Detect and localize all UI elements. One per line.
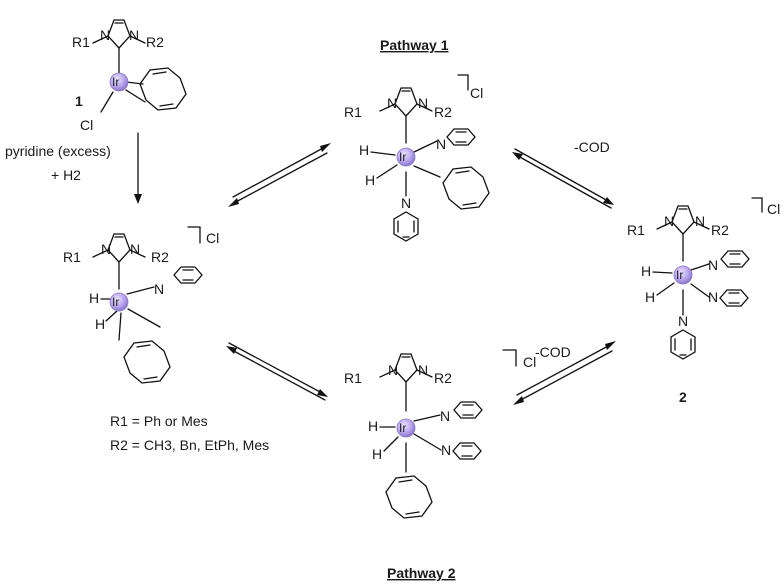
svg-text:H: H	[95, 316, 105, 332]
svg-text:H: H	[645, 289, 655, 305]
svg-text:Cl: Cl	[206, 230, 219, 246]
svg-text:R1: R1	[63, 249, 81, 265]
left-intermediate: R1 R2 N N Cl N H H	[63, 226, 219, 384]
reagent-pyridine: pyridine (excess)	[5, 143, 111, 159]
svg-text:R2: R2	[711, 222, 729, 238]
minus-cod-label-2: -COD	[535, 344, 571, 360]
iridium-atoms: Ir Ir Ir Ir Ir	[109, 72, 693, 438]
svg-text:N: N	[401, 195, 411, 211]
compound-1-number: 1	[75, 93, 83, 109]
svg-text:Cl: Cl	[470, 85, 483, 101]
svg-text:N: N	[154, 281, 164, 297]
svg-text:N: N	[708, 257, 718, 273]
equilibrium-arrow-pathway1-to-2	[512, 148, 614, 209]
reagent-hydrogen: + H2	[51, 167, 81, 183]
svg-text:N: N	[418, 362, 428, 378]
svg-text:R2: R2	[434, 104, 452, 120]
r1-label: R1	[72, 34, 90, 50]
svg-text:N: N	[678, 313, 688, 329]
svg-text:Cl: Cl	[767, 201, 780, 217]
chloride-label: Cl	[80, 117, 93, 133]
pathway-2-title: Pathway 2	[387, 565, 456, 581]
svg-text:H: H	[368, 418, 378, 434]
svg-text:N: N	[130, 241, 140, 257]
svg-text:N: N	[100, 27, 110, 43]
r2-definition: R2 = CH3, Bn, EtPh, Mes	[110, 437, 270, 453]
r1-definition: R1 = Ph or Mes	[110, 413, 208, 429]
svg-text:Cl: Cl	[523, 354, 536, 370]
svg-text:R2: R2	[151, 249, 169, 265]
svg-text:Ir: Ir	[676, 268, 683, 282]
svg-text:N: N	[387, 95, 397, 111]
compound-2-number: 2	[679, 389, 687, 405]
svg-text:R1: R1	[344, 104, 362, 120]
equilibrium-arrow-left-to-pathway1	[228, 143, 331, 207]
svg-text:N: N	[708, 289, 718, 305]
equilibrium-arrow-left-to-pathway2	[226, 342, 328, 401]
svg-text:Ir: Ir	[112, 295, 119, 309]
pathway-1-title: Pathway 1	[380, 37, 449, 53]
svg-text:N: N	[440, 408, 450, 424]
svg-text:H: H	[359, 142, 369, 158]
svg-text:H: H	[641, 263, 651, 279]
equilibrium-arrow-pathway2-to-2	[513, 341, 616, 405]
r2-label: R2	[146, 34, 164, 50]
compound-1-structure: R1 R2 N N Cl	[72, 19, 187, 133]
compound-2-structure: R1 R2 N N Cl N H H N N	[627, 197, 780, 360]
reagent-arrow	[134, 132, 142, 204]
svg-text:R1: R1	[344, 370, 362, 386]
svg-text:H: H	[365, 172, 375, 188]
svg-text:N: N	[388, 362, 398, 378]
pathway-1-intermediate: R1 R2 N N Cl N H H N	[344, 74, 490, 242]
svg-text:N: N	[695, 213, 705, 229]
svg-text:N: N	[418, 95, 428, 111]
svg-text:Ir: Ir	[399, 150, 406, 164]
svg-text:R1: R1	[627, 222, 645, 238]
svg-text:R2: R2	[434, 370, 452, 386]
minus-cod-label-1: -COD	[574, 139, 610, 155]
svg-text:Ir: Ir	[112, 75, 119, 89]
svg-text:N: N	[129, 27, 139, 43]
svg-text:Ir: Ir	[399, 421, 406, 435]
svg-text:N: N	[664, 213, 674, 229]
svg-text:N: N	[441, 442, 451, 458]
svg-text:N: N	[436, 136, 446, 152]
pathway-2-intermediate: R1 R2 N N Cl N H H N	[344, 349, 536, 519]
svg-text:H: H	[372, 446, 382, 462]
svg-text:N: N	[101, 241, 111, 257]
svg-text:H: H	[89, 290, 99, 306]
